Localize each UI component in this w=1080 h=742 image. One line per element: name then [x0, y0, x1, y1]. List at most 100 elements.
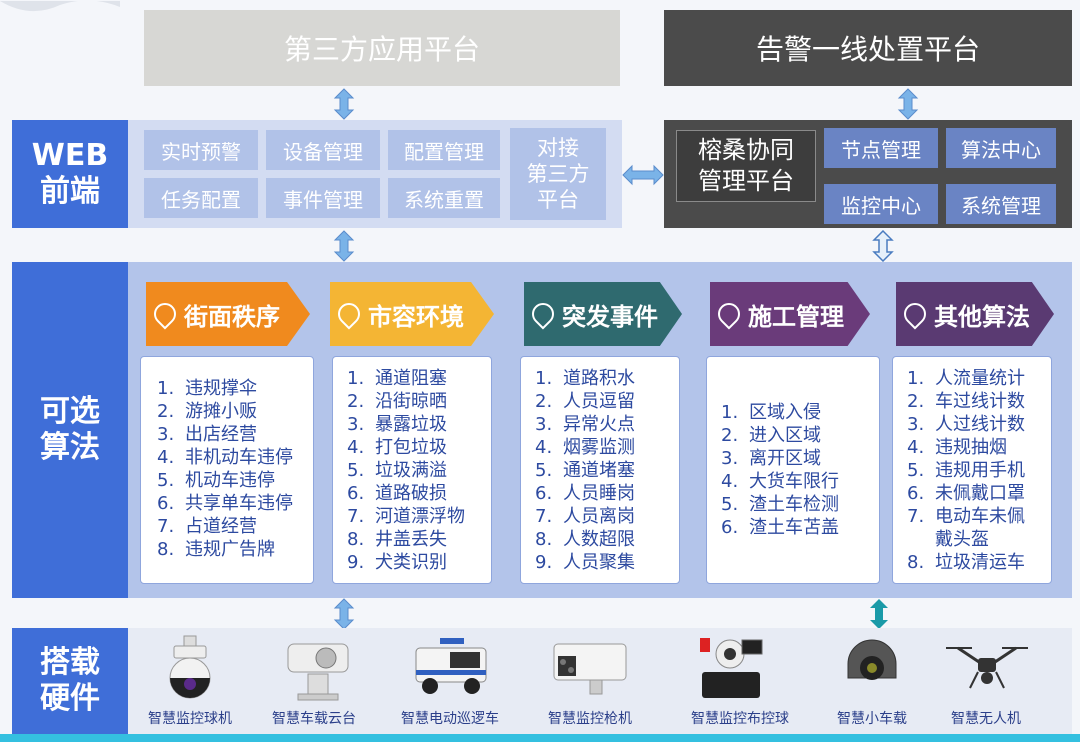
- location-pin-icon: [149, 298, 181, 330]
- arrow-web-algo: [333, 230, 355, 262]
- hardware-caption: 智慧无人机: [951, 711, 1021, 727]
- list-item: 4.非机动车违停: [157, 447, 293, 468]
- list-street-order: 1.违规撑伞 2.游摊小贩 3.出店经营 4.非机动车违停 5.机动车违停 6.…: [140, 356, 314, 584]
- list-item: 3.异常火点: [535, 414, 635, 435]
- web-button-label: 系统重置: [404, 187, 484, 212]
- list-emergency: 1.道路积水 2.人员逗留 3.异常火点 4.烟雾监测 5.通道堵塞 6.人员睡…: [520, 356, 680, 584]
- mgmt-button-algorithm[interactable]: 算法中心: [946, 128, 1056, 168]
- arrow-algo-hw-left: [333, 598, 355, 630]
- category-title: 街面秩序: [184, 302, 280, 331]
- mgmt-button-label: 系统管理: [961, 193, 1041, 218]
- hardware-vehicle-ptz: 智慧车载云台: [254, 628, 374, 732]
- mgmt-button-system[interactable]: 系统管理: [946, 184, 1056, 224]
- mgmt-button-monitor[interactable]: 监控中心: [824, 184, 938, 224]
- dome-camera-icon: [169, 635, 211, 699]
- list-item: 5.渣土车检测: [721, 494, 839, 515]
- web-button-realtime-alert[interactable]: 实时预警: [144, 130, 258, 170]
- list-item: 戴头盔: [935, 529, 989, 550]
- web-button-third-party-dock[interactable]: 对接 第三方 平台: [510, 128, 606, 220]
- side-label-web-line2: 前端: [40, 174, 100, 209]
- category-construction: 施工管理: [710, 282, 870, 346]
- alarm-platform-label: 告警一线处置平台: [755, 33, 980, 66]
- list-item: 3.离开区域: [721, 448, 821, 469]
- side-label-hardware: 搭载 硬件: [12, 628, 128, 734]
- web-button-label: 设备管理: [283, 139, 363, 164]
- list-item: 8.人数超限: [535, 529, 635, 550]
- mgmt-button-node[interactable]: 节点管理: [824, 128, 938, 168]
- hardware-dome-camera: 智慧监控球机: [130, 628, 250, 732]
- web-button-label: 任务配置: [161, 187, 241, 212]
- list-construction: 1.区域入侵 2.进入区域 3.离开区域 4.大货车限行 5.渣土车检测 6.渣…: [706, 356, 880, 584]
- bottom-accent-strip: [0, 734, 1080, 742]
- arrow-web-mgmt: [622, 164, 664, 186]
- arrow-alarm-mgmt: [897, 88, 919, 120]
- mgmt-platform-title: 榕桑协同 管理平台: [676, 130, 816, 202]
- list-item: 3.人过线计数: [907, 414, 1025, 435]
- list-item: 4.大货车限行: [721, 471, 839, 492]
- list-item: 8.井盖丢失: [347, 529, 447, 550]
- list-item: 2.人员逗留: [535, 391, 635, 412]
- side-label-algo: 可选 算法: [12, 262, 128, 598]
- deploy-ball-icon: [700, 638, 763, 698]
- web-button-task-config[interactable]: 任务配置: [144, 178, 258, 218]
- arrow-third-party-web: [333, 88, 355, 120]
- list-item: 5.机动车违停: [157, 470, 275, 491]
- list-item: 7.电动车未佩: [907, 506, 1025, 527]
- mgmt-button-label: 节点管理: [841, 137, 921, 162]
- side-label-algo-line1: 可选: [40, 394, 100, 429]
- web-button-config-mgmt[interactable]: 配置管理: [388, 130, 500, 170]
- list-item: 2.进入区域: [721, 425, 821, 446]
- bullet-camera-icon: [553, 643, 627, 695]
- third-party-platform: 第三方应用平台: [144, 10, 620, 86]
- web-button-device-mgmt[interactable]: 设备管理: [266, 130, 380, 170]
- web-button-label: 实时预警: [161, 139, 241, 164]
- list-item: 6.共享单车违停: [157, 493, 293, 514]
- list-item: 2.游摊小贩: [157, 401, 257, 422]
- web-button-label: 配置管理: [404, 139, 484, 164]
- list-item: 4.打包垃圾: [347, 437, 447, 458]
- list-item: 5.垃圾满溢: [347, 460, 447, 481]
- hardware-small-vehicle: 智慧小车载: [812, 628, 932, 732]
- arrow-mgmt-algo: [872, 230, 894, 262]
- mgmt-title-line2: 管理平台: [698, 167, 794, 195]
- dock-line2: 第三方: [526, 161, 590, 186]
- list-item: 1.通道阻塞: [347, 368, 447, 389]
- list-item: 1.违规撑伞: [157, 378, 257, 399]
- location-pin-icon: [899, 298, 931, 330]
- hardware-caption: 智慧电动巡逻车: [401, 711, 499, 727]
- list-item: 7.河道漂浮物: [347, 506, 465, 527]
- list-item: 4.烟雾监测: [535, 437, 635, 458]
- list-item: 5.通道堵塞: [535, 460, 635, 481]
- corner-decoration: [0, 0, 120, 14]
- patrol-car-icon: [415, 638, 487, 694]
- dock-line3: 平台: [537, 188, 579, 213]
- hardware-patrol-car: 智慧电动巡逻车: [390, 628, 510, 732]
- list-item: 6.人员睡岗: [535, 483, 635, 504]
- list-item: 8.垃圾清运车: [907, 552, 1025, 573]
- side-label-web: WEB 前端: [12, 120, 128, 228]
- category-title: 其他算法: [934, 302, 1030, 331]
- hardware-caption: 智慧监控枪机: [548, 711, 632, 727]
- list-item: 5.违规用手机: [907, 460, 1025, 481]
- category-title: 市容环境: [368, 302, 464, 331]
- alarm-platform: 告警一线处置平台: [664, 10, 1072, 86]
- location-pin-icon: [527, 298, 559, 330]
- hardware-caption: 智慧监控球机: [148, 711, 232, 727]
- small-vehicle-camera-icon: [847, 639, 897, 680]
- list-item: 1.人流量统计: [907, 368, 1025, 389]
- list-item: 6.渣土车苫盖: [721, 517, 839, 538]
- list-item: 1.道路积水: [535, 368, 635, 389]
- location-pin-icon: [713, 298, 745, 330]
- mgmt-title-line1: 榕桑协同: [698, 135, 794, 164]
- list-item: 7.人员离岗: [535, 506, 635, 527]
- category-emergency: 突发事件: [524, 282, 682, 346]
- hardware-bullet-camera: 智慧监控枪机: [530, 628, 650, 732]
- side-label-hw-line2: 硬件: [40, 681, 100, 716]
- hardware-caption: 智慧车载云台: [272, 711, 356, 727]
- list-item: 8.违规广告牌: [157, 539, 275, 560]
- web-button-system-reset[interactable]: 系统重置: [388, 178, 500, 218]
- arrow-algo-hw-right: [868, 598, 890, 630]
- web-button-event-mgmt[interactable]: 事件管理: [266, 178, 380, 218]
- list-item: 4.违规抽烟: [907, 437, 1007, 458]
- side-label-hw-line1: 搭载: [40, 645, 100, 680]
